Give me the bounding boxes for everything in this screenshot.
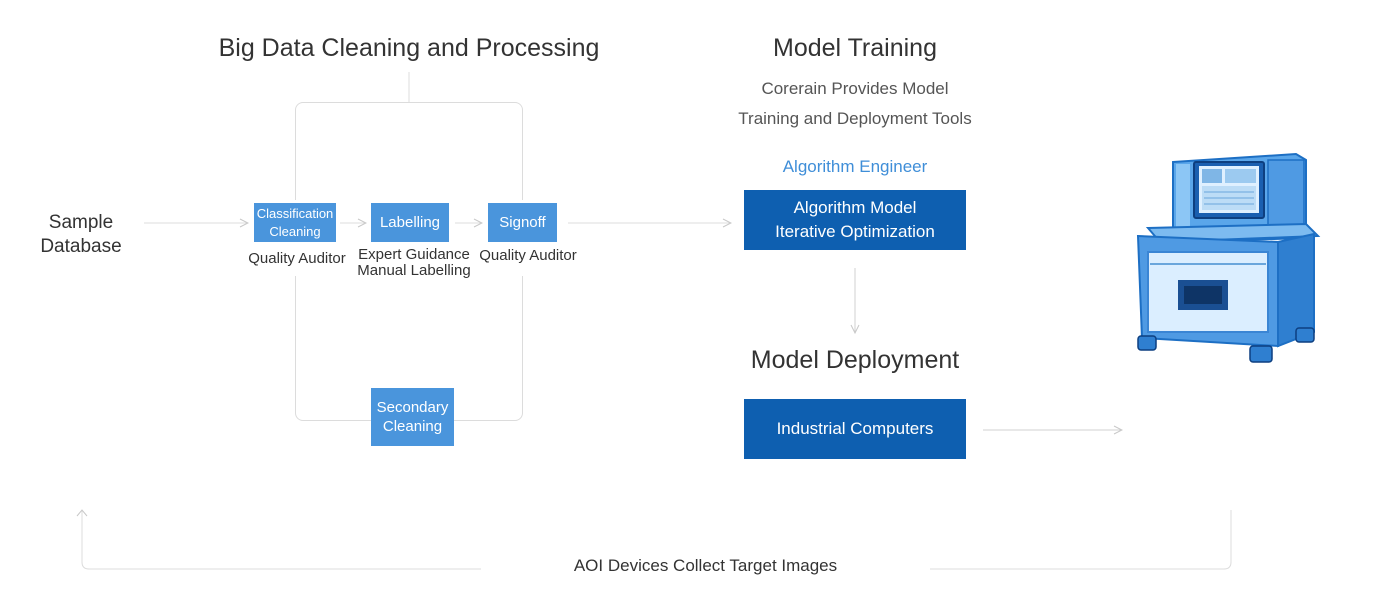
classification-line2: Cleaning — [269, 223, 321, 239]
algorithm-box-line2: Iterative Optimization — [775, 222, 935, 241]
industrial-computers-box: Industrial Computers — [744, 399, 966, 459]
labelling-box: Labelling — [371, 203, 449, 242]
secondary-line2: Cleaning — [382, 418, 443, 435]
secondary-cleaning-box: Secondary Cleaning — [371, 388, 454, 446]
signoff-caption: Quality Auditor — [479, 247, 577, 264]
feedback-label: AOI Devices Collect Target Images — [573, 556, 838, 575]
labelling-caption: Expert Guidance Manual Labelling — [344, 247, 484, 279]
training-desc-line1: Corerain Provides Model — [761, 79, 949, 98]
training-section-title: Model Training — [773, 34, 937, 62]
feedback-arrowhead — [76, 509, 88, 517]
training-desc-line2: Training and Deployment Tools — [738, 109, 972, 128]
signoff-box: Signoff — [488, 203, 557, 242]
cleaning-section-title: Big Data Cleaning and Processing — [218, 34, 600, 62]
sample-database-line1: Sample — [48, 212, 114, 233]
algorithm-engineer-label: Algorithm Engineer — [782, 157, 928, 176]
sample-database-label: Sample Database — [21, 211, 141, 259]
labelling-caption-line1: Expert Guidance — [358, 246, 470, 263]
classification-caption: Quality Auditor — [248, 250, 346, 267]
algorithm-model-box: Algorithm Model Iterative Optimization — [744, 190, 966, 250]
sample-database-line2: Database — [40, 236, 122, 257]
aoi-machine-icon — [1136, 152, 1321, 363]
classification-cleaning-box: Classification Cleaning — [254, 203, 336, 242]
labelling-caption-line2: Manual Labelling — [357, 262, 471, 279]
classification-line1: Classification — [256, 205, 334, 221]
deployment-section-title: Model Deployment — [750, 346, 960, 374]
feedback-loop-line — [81, 510, 1232, 570]
secondary-line1: Secondary — [376, 399, 449, 416]
algorithm-box-line1: Algorithm Model — [793, 198, 917, 217]
